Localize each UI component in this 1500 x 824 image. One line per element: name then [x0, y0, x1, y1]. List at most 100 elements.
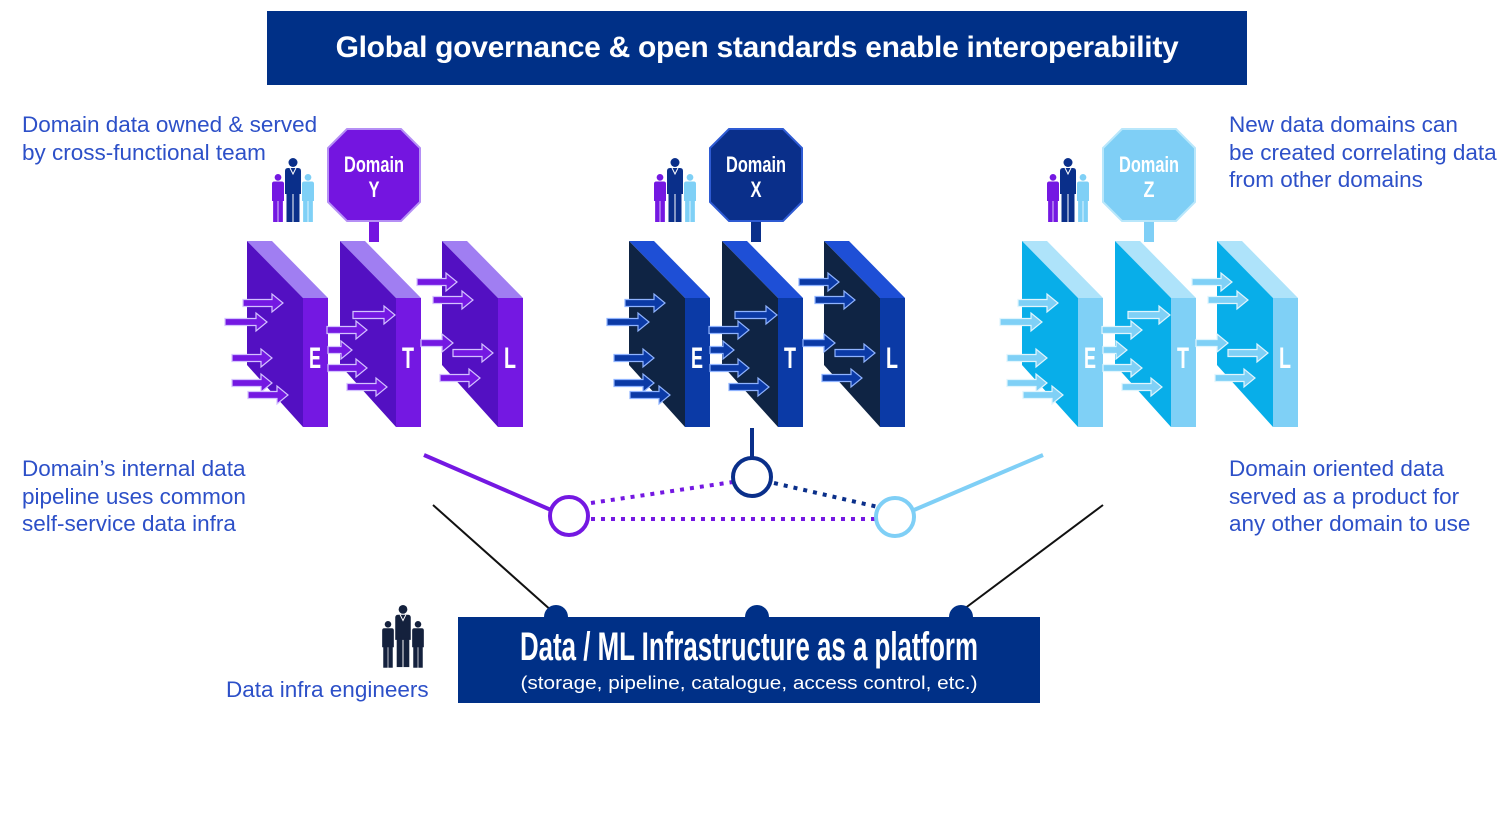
data-flow-arrow-icon	[224, 311, 268, 333]
person-torso	[285, 168, 301, 194]
platform-subtitle: (storage, pipeline, catalogue, access co…	[521, 673, 978, 693]
sign-post	[751, 219, 761, 242]
person-leg	[383, 646, 388, 668]
annotation-line: Domain oriented data	[1229, 456, 1445, 481]
data-flow-arrow-icon	[629, 384, 671, 406]
etl-panel-transform	[340, 241, 421, 427]
panel-side-face	[498, 298, 523, 427]
sign-post	[1144, 219, 1154, 242]
person-collar	[399, 614, 407, 622]
annotation-data-as-product: Domain oriented data served as a product…	[1229, 455, 1470, 538]
panel-side-face	[880, 298, 905, 427]
domain-output-line	[423, 453, 552, 512]
data-flow-arrows	[999, 271, 1269, 406]
person-torso	[1060, 168, 1076, 194]
data-flow-arrow-icon	[439, 367, 481, 389]
person-torso	[395, 614, 411, 640]
engineers-icon	[382, 605, 424, 668]
panel-side-face	[685, 298, 710, 427]
data-flow-arrow-icon	[613, 372, 655, 394]
data-flow-arrow-icon	[1195, 332, 1229, 354]
annotation-line: New data domains can	[1229, 112, 1458, 137]
etl-stage-label-load: L	[504, 342, 516, 375]
panel-top-face	[1217, 241, 1298, 298]
team-member-icon	[684, 174, 696, 222]
data-flow-arrow-icon	[1214, 367, 1256, 389]
data-flow-arrow-icon	[1207, 289, 1249, 311]
data-flow-arrow-icon	[1191, 271, 1233, 293]
data-product-port-z	[874, 496, 916, 538]
data-flow-arrow-icon	[728, 376, 770, 398]
person-leg	[293, 193, 300, 222]
etl-panel-load	[824, 241, 905, 427]
person-leg	[413, 646, 418, 668]
panel-side-face	[1171, 298, 1196, 427]
person-torso	[382, 628, 394, 648]
team-member-icon	[302, 174, 314, 222]
person-torso	[654, 181, 666, 201]
person-leg	[388, 646, 393, 668]
person-head	[304, 174, 312, 181]
panel-front-face	[1115, 241, 1171, 427]
data-flow-arrow-icon	[326, 319, 368, 341]
etl-panel-load	[442, 241, 523, 427]
person-leg	[273, 200, 278, 222]
data-flow-arrow-icon	[416, 271, 458, 293]
data-flow-arrow-icon	[1227, 342, 1269, 364]
data-flow-arrow-icon	[1101, 319, 1143, 341]
annotation-line: served as a product for	[1229, 483, 1460, 509]
etl-stage-label-extract: E	[691, 342, 703, 375]
person-head	[670, 158, 680, 167]
person-torso	[302, 181, 314, 201]
platform-link-line	[432, 504, 554, 613]
panel-top-face	[824, 241, 905, 298]
person-collar	[1064, 167, 1072, 176]
data-flow-arrow-icon	[1006, 347, 1048, 369]
data-infra-engineers-label: Data infra engineers	[226, 677, 429, 702]
data-flow-arrow-icon	[231, 347, 273, 369]
platform-link-line	[959, 504, 1104, 613]
person-leg	[668, 193, 675, 222]
annotation-line: any other domain to use	[1229, 511, 1471, 536]
person-leg	[690, 200, 695, 222]
domain-sign-label: Domain	[726, 152, 786, 177]
data-flow-arrow-icon	[247, 384, 289, 406]
data-flow-arrow-icon	[624, 292, 666, 314]
data-flow-arrow-icon	[327, 357, 368, 379]
etl-panel-transform	[722, 241, 803, 427]
annotation-self-service: Domain’s internal data pipeline uses com…	[22, 455, 246, 538]
person-torso	[667, 168, 683, 194]
panel-top-face	[629, 241, 710, 298]
data-product-port-x	[731, 456, 773, 498]
panel-front-face	[340, 241, 396, 427]
domain-output-line	[913, 453, 1044, 512]
person-leg	[660, 200, 665, 222]
person-leg	[403, 638, 410, 668]
data-flow-arrow-icon	[709, 339, 735, 361]
etl-stage-label-load: L	[1279, 342, 1291, 375]
annotation-line: pipeline uses common	[22, 483, 246, 509]
panel-side-face	[1078, 298, 1103, 427]
data-flow-arrow-icon	[613, 347, 655, 369]
data-flow-arrow-icon	[242, 292, 284, 314]
data-flow-arrow-icon	[814, 289, 856, 311]
octagon-sign-icon	[1102, 128, 1196, 222]
data-flow-arrow-icon	[821, 367, 863, 389]
person-head	[398, 605, 408, 614]
infrastructure-platform: Data / ML Infrastructure as a platform (…	[382, 605, 1040, 703]
data-flow-arrow-icon	[1102, 357, 1143, 379]
person-leg	[1048, 200, 1053, 222]
engineer-icon	[382, 621, 394, 668]
person-leg	[286, 193, 293, 222]
platform-title: Data / ML Infrastructure as a platform	[520, 625, 978, 669]
governance-banner: Global governance & open standards enabl…	[267, 11, 1247, 85]
person-head	[288, 158, 298, 167]
domain-sign-letter: Z	[1144, 177, 1155, 202]
etl-panel-load	[1217, 241, 1298, 427]
